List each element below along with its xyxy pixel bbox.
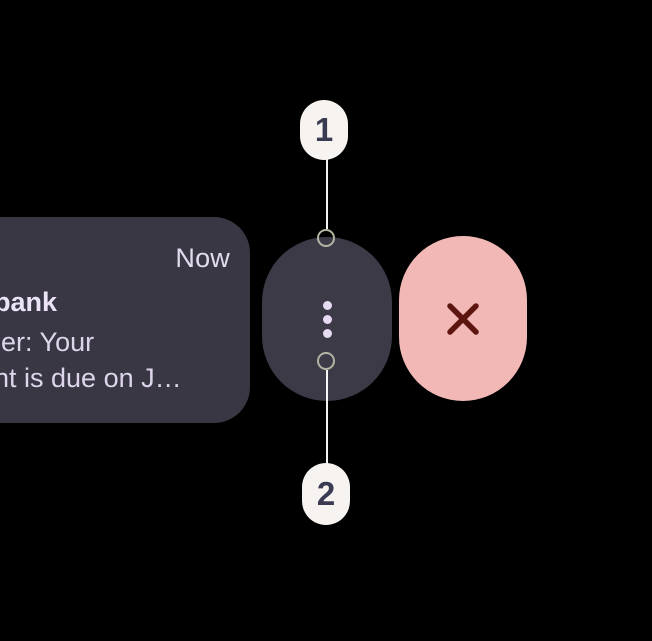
callout-1-line bbox=[326, 159, 328, 229]
more-vert-icon bbox=[322, 300, 332, 338]
notification-timestamp: Now bbox=[175, 243, 230, 273]
close-icon bbox=[447, 302, 479, 335]
callout-badge-1: 1 bbox=[300, 100, 348, 160]
callout-badge-2: 2 bbox=[302, 463, 350, 525]
callout-2-anchor-ring bbox=[317, 352, 335, 370]
notification-body-line2: nt is due on J… bbox=[0, 363, 182, 393]
notification-dismiss-button[interactable] bbox=[399, 236, 527, 401]
notification-card[interactable]: Now bank der: Your nt is due on J… bbox=[0, 217, 250, 423]
notification-app-title: bank bbox=[0, 287, 58, 317]
callout-1-anchor-ring bbox=[317, 229, 335, 247]
notification-body-line1: der: Your bbox=[0, 327, 95, 357]
callout-2-line bbox=[326, 370, 328, 464]
